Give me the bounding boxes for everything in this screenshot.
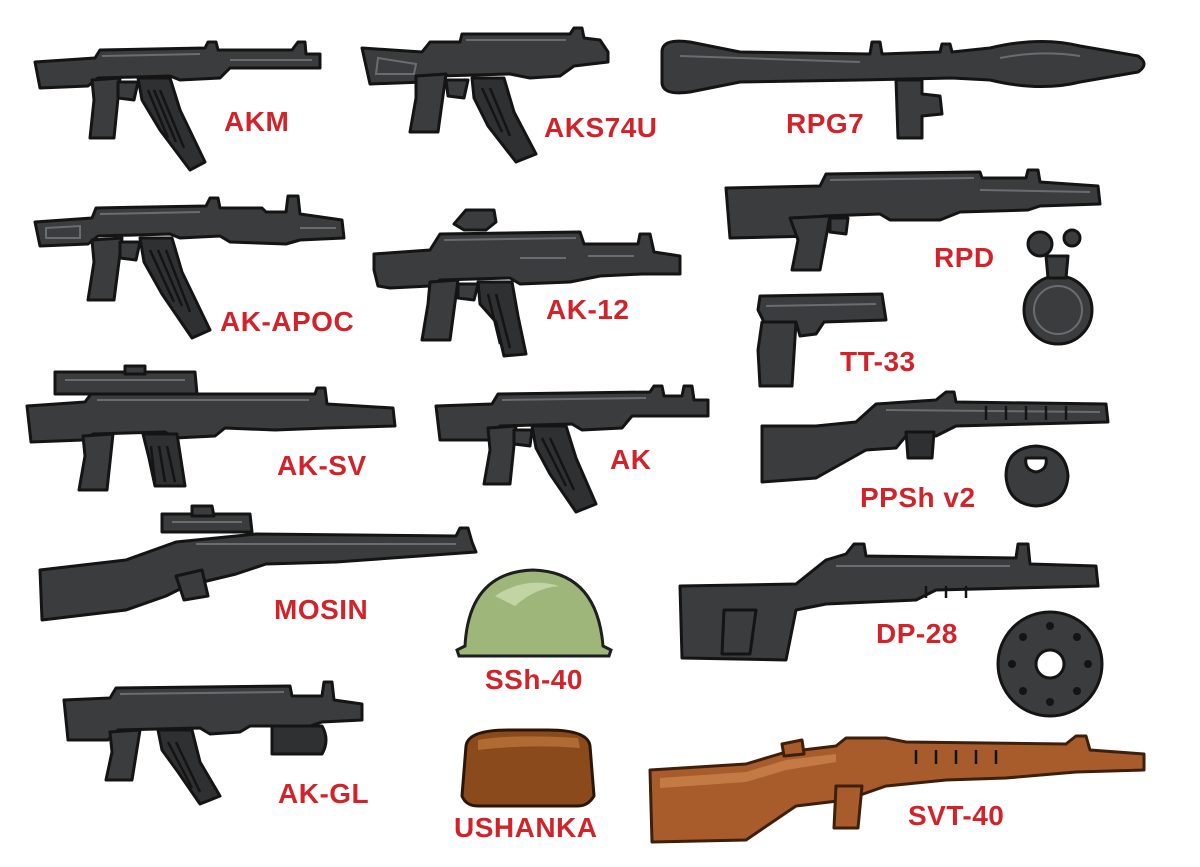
dp-28-label: DP-28 <box>876 618 958 649</box>
mosin-rifle-graphic <box>38 504 478 622</box>
svt-40-item: SVT-40 <box>646 730 1156 860</box>
ak-gl-rifle-graphic <box>62 680 364 806</box>
ak-sv-label: AK-SV <box>277 450 367 481</box>
rpg7-launcher-graphic <box>660 39 1146 140</box>
ak-rifle-graphic <box>434 384 710 514</box>
svt-40-rifle-graphic <box>648 734 1146 844</box>
ak-apoc-rifle-graphic <box>33 194 346 340</box>
rpg7-item: RPG7 <box>660 22 1150 147</box>
aks74u-item: AKS74U <box>360 26 680 168</box>
ushanka-item: USHANKA <box>448 726 628 856</box>
aks74u-rifle-graphic <box>360 26 610 164</box>
dp-28-machinegun-graphic <box>678 542 1104 718</box>
ak-apoc-item: AK-APOC <box>30 192 380 342</box>
ak-12-rifle-graphic <box>372 208 682 358</box>
akm-label: AKM <box>224 106 290 137</box>
ak-sv-rifle-graphic <box>25 364 397 492</box>
ak-12-item: AK-12 <box>370 204 690 364</box>
ssh-40-item: SSh-40 <box>455 566 625 706</box>
ushanka-hat-graphic <box>460 728 596 808</box>
rpd-item: RPD <box>720 160 1140 370</box>
tt-33-pistol-graphic <box>756 292 888 388</box>
ssh-40-helmet-graphic <box>455 568 613 658</box>
ak-apoc-label: AK-APOC <box>220 306 355 337</box>
dp-28-item: DP-28 <box>676 540 1106 720</box>
ak-12-label: AK-12 <box>546 294 630 325</box>
ak-item: AK <box>432 384 722 521</box>
ak-gl-label: AK-GL <box>278 778 370 809</box>
tt-33-label: TT-33 <box>840 346 916 377</box>
tt-33-item: TT-33 <box>754 290 934 390</box>
rpg7-label: RPG7 <box>786 108 865 139</box>
mosin-label: MOSIN <box>274 594 369 625</box>
rpd-label: RPD <box>934 242 995 273</box>
ppsh-v2-label: PPSh v2 <box>860 482 976 513</box>
akm-rifle-graphic <box>33 40 322 172</box>
ak-label: AK <box>610 444 652 475</box>
ppsh-v2-item: PPSh v2 <box>756 386 1116 516</box>
ppsh-v2-smg-graphic <box>760 390 1110 508</box>
aks74u-label: AKS74U <box>544 112 658 143</box>
rpd-machinegun-graphic <box>724 168 1102 346</box>
ushanka-label: USHANKA <box>454 812 598 843</box>
ssh-40-label: SSh-40 <box>485 664 583 695</box>
svt-40-label: SVT-40 <box>908 800 1005 831</box>
akm-item: AKM <box>30 40 330 175</box>
ak-sv-item: AK-SV <box>25 364 405 501</box>
mosin-item: MOSIN <box>36 504 486 636</box>
ak-gl-item: AK-GL <box>60 680 390 810</box>
